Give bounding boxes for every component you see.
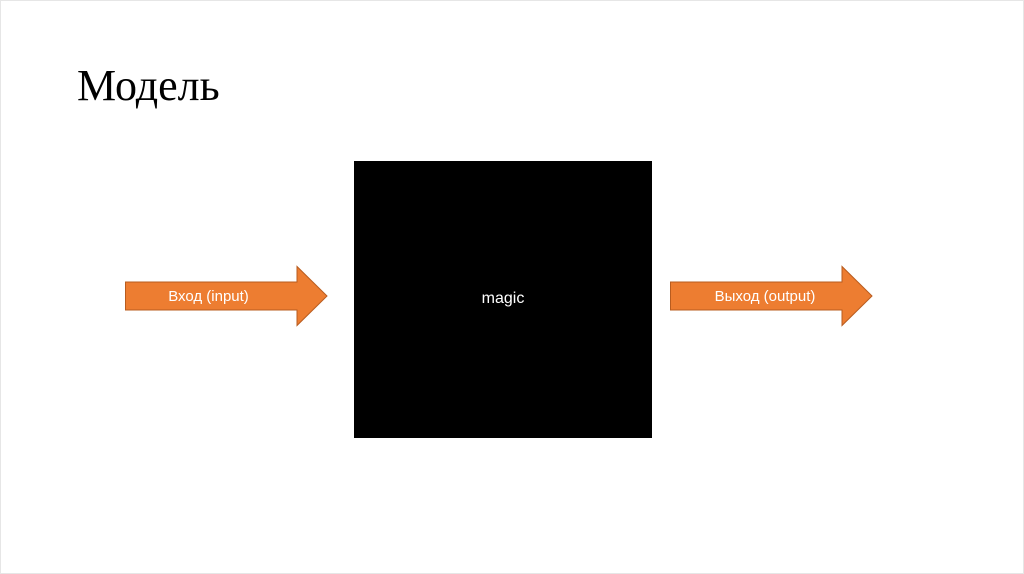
output-arrow-label: Выход (output) [714, 287, 816, 305]
output-arrow: Выход (output) [670, 265, 873, 327]
input-arrow: Вход (input) [125, 265, 328, 327]
input-arrow-label: Вход (input) [168, 287, 249, 305]
black-box: magic [354, 161, 652, 438]
black-box-label: magic [481, 290, 525, 307]
input-arrow-shape [125, 265, 328, 327]
slide-title: Модель [77, 61, 220, 110]
output-arrow-shape [670, 265, 873, 327]
